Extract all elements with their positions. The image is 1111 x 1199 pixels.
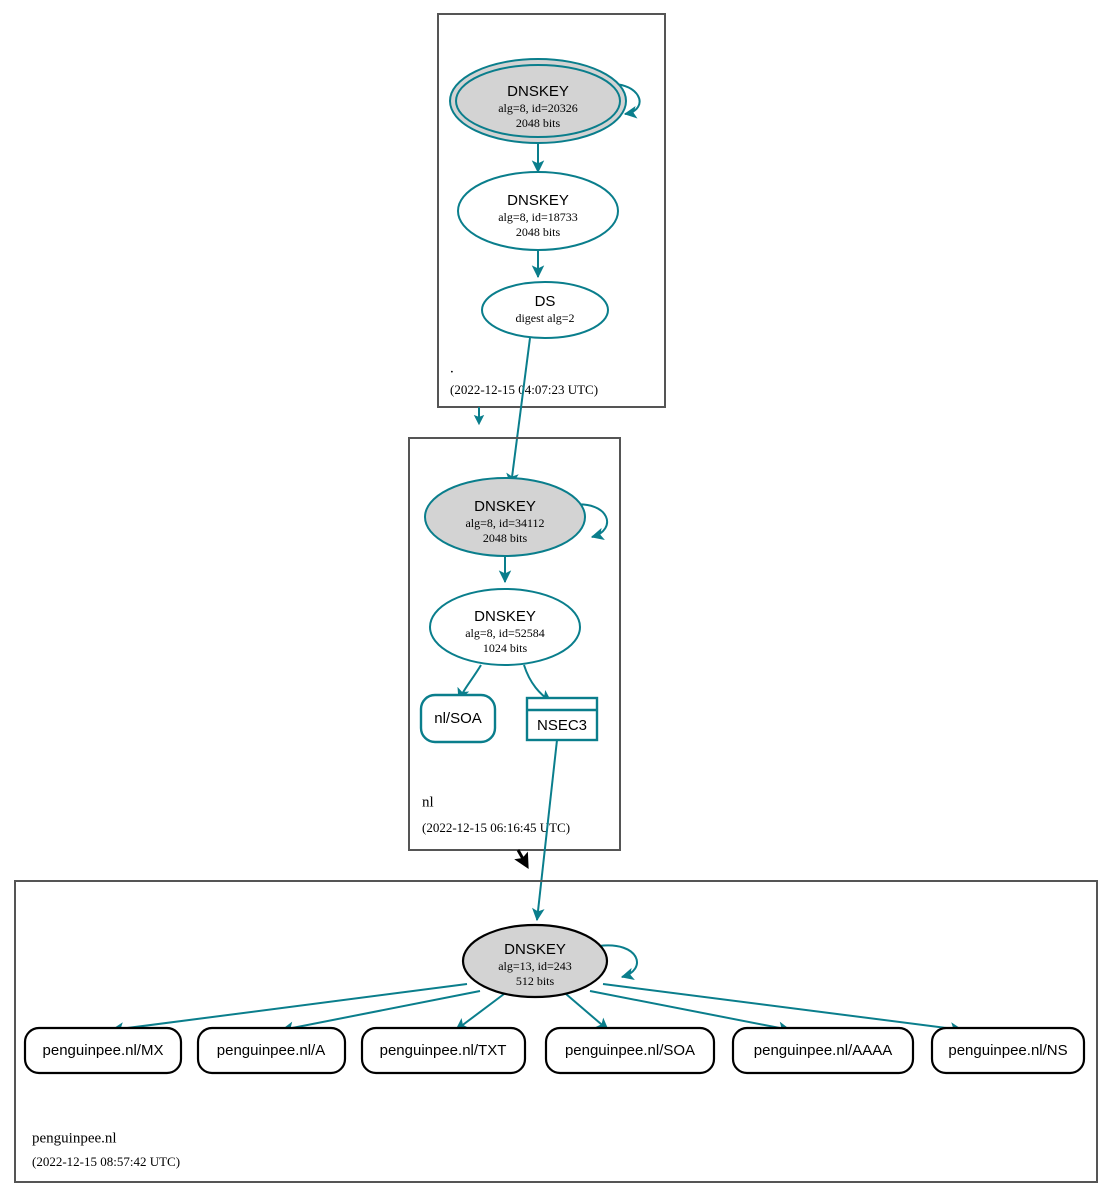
- node-penguinpee-a-box: [196, 1026, 347, 1075]
- node-nl-nsec3-box: [525, 696, 599, 742]
- node-penguinpee-ns-rrset[interactable]: penguinpee.nl/NS: [930, 1026, 1086, 1075]
- node-nl-zsk-ellipse: [429, 588, 581, 666]
- node-penguinpee-ns-box: [930, 1026, 1086, 1075]
- zone-penguinpee-name: penguinpee.nl: [32, 1130, 117, 1146]
- zone-penguinpee: DNSKEY alg=13, id=243 512 bits penguinpe…: [14, 880, 1098, 1183]
- node-nl-soa-rrset[interactable]: nl/SOA: [419, 693, 497, 744]
- node-penguinpee-mx-box: [23, 1026, 183, 1075]
- edge-root-ds-to-nl-ksk: [506, 337, 531, 487]
- zone-penguinpee-timestamp: (2022-12-15 08:57:42 UTC): [32, 1154, 180, 1169]
- node-root-ksk-bits: 2048 bits: [516, 116, 561, 130]
- node-penguinpee-soa-box: [544, 1026, 716, 1075]
- edge-penguinpee-key-to-mx: [110, 983, 468, 1035]
- edge-penguinpee-key-to-a: [280, 990, 481, 1034]
- edge-penguinpee-key-self-sign: [598, 944, 638, 981]
- node-penguinpee-aaaa-box: [731, 1026, 915, 1075]
- zone-nl-border: [408, 437, 621, 851]
- node-penguinpee-a-label: penguinpee.nl/A: [217, 1042, 325, 1059]
- node-root-ksk-title: DNSKEY: [507, 83, 569, 100]
- node-nl-soa-box: [419, 693, 497, 744]
- node-root-ksk-detail: alg=8, id=20326: [498, 101, 578, 115]
- node-penguinpee-dnskey-ellipse: [461, 923, 609, 999]
- node-root-zsk-title: DNSKEY: [507, 192, 569, 209]
- zone-nl-timestamp: (2022-12-15 06:16:45 UTC): [422, 820, 570, 835]
- node-nl-soa-label: nl/SOA: [434, 710, 482, 727]
- edge-zone-nl-to-penguinpee: [514, 849, 529, 869]
- node-penguinpee-dnskey-bits: 512 bits: [516, 974, 555, 988]
- node-root-ds-detail: digest alg=2: [515, 311, 574, 325]
- zone-nl: DNSKEY alg=8, id=34112 2048 bits DNSKEY …: [408, 437, 621, 851]
- edge-penguinpee-key-to-txt: [455, 993, 505, 1031]
- node-penguinpee-txt-rrset[interactable]: penguinpee.nl/TXT: [360, 1026, 527, 1075]
- node-root-ksk-inner-ellipse: [455, 64, 621, 138]
- node-root-zsk-dnskey[interactable]: DNSKEY alg=8, id=18733 2048 bits: [457, 171, 619, 251]
- zone-root: DNSKEY alg=8, id=20326 2048 bits DNSKEY …: [437, 13, 666, 408]
- node-penguinpee-aaaa-rrset[interactable]: penguinpee.nl/AAAA: [731, 1026, 915, 1075]
- node-penguinpee-txt-label: penguinpee.nl/TXT: [380, 1042, 507, 1059]
- edge-nl-zsk-to-nsec3: [523, 664, 552, 703]
- node-nl-nsec3-label: NSEC3: [537, 717, 587, 734]
- node-nl-ksk-detail: alg=8, id=34112: [465, 516, 544, 530]
- node-nl-nsec3[interactable]: NSEC3: [525, 696, 599, 742]
- node-penguinpee-ns-label: penguinpee.nl/NS: [948, 1042, 1067, 1059]
- node-nl-zsk-title: DNSKEY: [474, 608, 536, 625]
- node-nl-zsk-detail: alg=8, id=52584: [465, 626, 545, 640]
- node-penguinpee-dnskey-title: DNSKEY: [504, 941, 566, 958]
- edge-penguinpee-key-to-soa: [565, 993, 609, 1031]
- edge-penguinpee-key-to-aaaa: [589, 990, 792, 1034]
- node-nl-ksk-bits: 2048 bits: [483, 531, 528, 545]
- node-nl-zsk-bits: 1024 bits: [483, 641, 528, 655]
- edge-penguinpee-key-to-ns: [602, 983, 964, 1035]
- node-penguinpee-mx-label: penguinpee.nl/MX: [43, 1042, 164, 1059]
- node-root-ds-ellipse: [481, 281, 609, 339]
- node-root-zsk-bits: 2048 bits: [516, 225, 561, 239]
- node-penguinpee-soa-label: penguinpee.nl/SOA: [565, 1042, 695, 1059]
- zone-root-border: [437, 13, 666, 408]
- zone-penguinpee-border: [14, 880, 1098, 1183]
- node-penguinpee-txt-box: [360, 1026, 527, 1075]
- node-nl-zsk-dnskey[interactable]: DNSKEY alg=8, id=52584 1024 bits: [429, 588, 581, 666]
- node-root-ds-title: DS: [535, 293, 556, 310]
- node-root-zsk-detail: alg=8, id=18733: [498, 210, 578, 224]
- node-penguinpee-dnskey-detail: alg=13, id=243: [498, 959, 572, 973]
- node-root-zsk-ellipse: [457, 171, 619, 251]
- node-root-ds[interactable]: DS digest alg=2: [481, 281, 609, 339]
- edge-nsec3-to-penguinpee-key: [532, 739, 558, 922]
- node-root-ksk-dnskey[interactable]: DNSKEY alg=8, id=20326 2048 bits: [449, 58, 627, 144]
- node-penguinpee-a-rrset[interactable]: penguinpee.nl/A: [196, 1026, 347, 1075]
- node-penguinpee-soa-rrset[interactable]: penguinpee.nl/SOA: [544, 1026, 716, 1075]
- zone-nl-name: nl: [422, 794, 434, 810]
- node-nl-ksk-dnskey[interactable]: DNSKEY alg=8, id=34112 2048 bits: [424, 477, 586, 557]
- node-penguinpee-dnskey[interactable]: DNSKEY alg=13, id=243 512 bits: [461, 923, 609, 999]
- node-penguinpee-mx-rrset[interactable]: penguinpee.nl/MX: [23, 1026, 183, 1075]
- node-nl-ksk-title: DNSKEY: [474, 498, 536, 515]
- node-penguinpee-aaaa-label: penguinpee.nl/AAAA: [754, 1042, 892, 1059]
- zone-root-name: .: [450, 360, 454, 376]
- node-nl-ksk-ellipse: [424, 477, 586, 557]
